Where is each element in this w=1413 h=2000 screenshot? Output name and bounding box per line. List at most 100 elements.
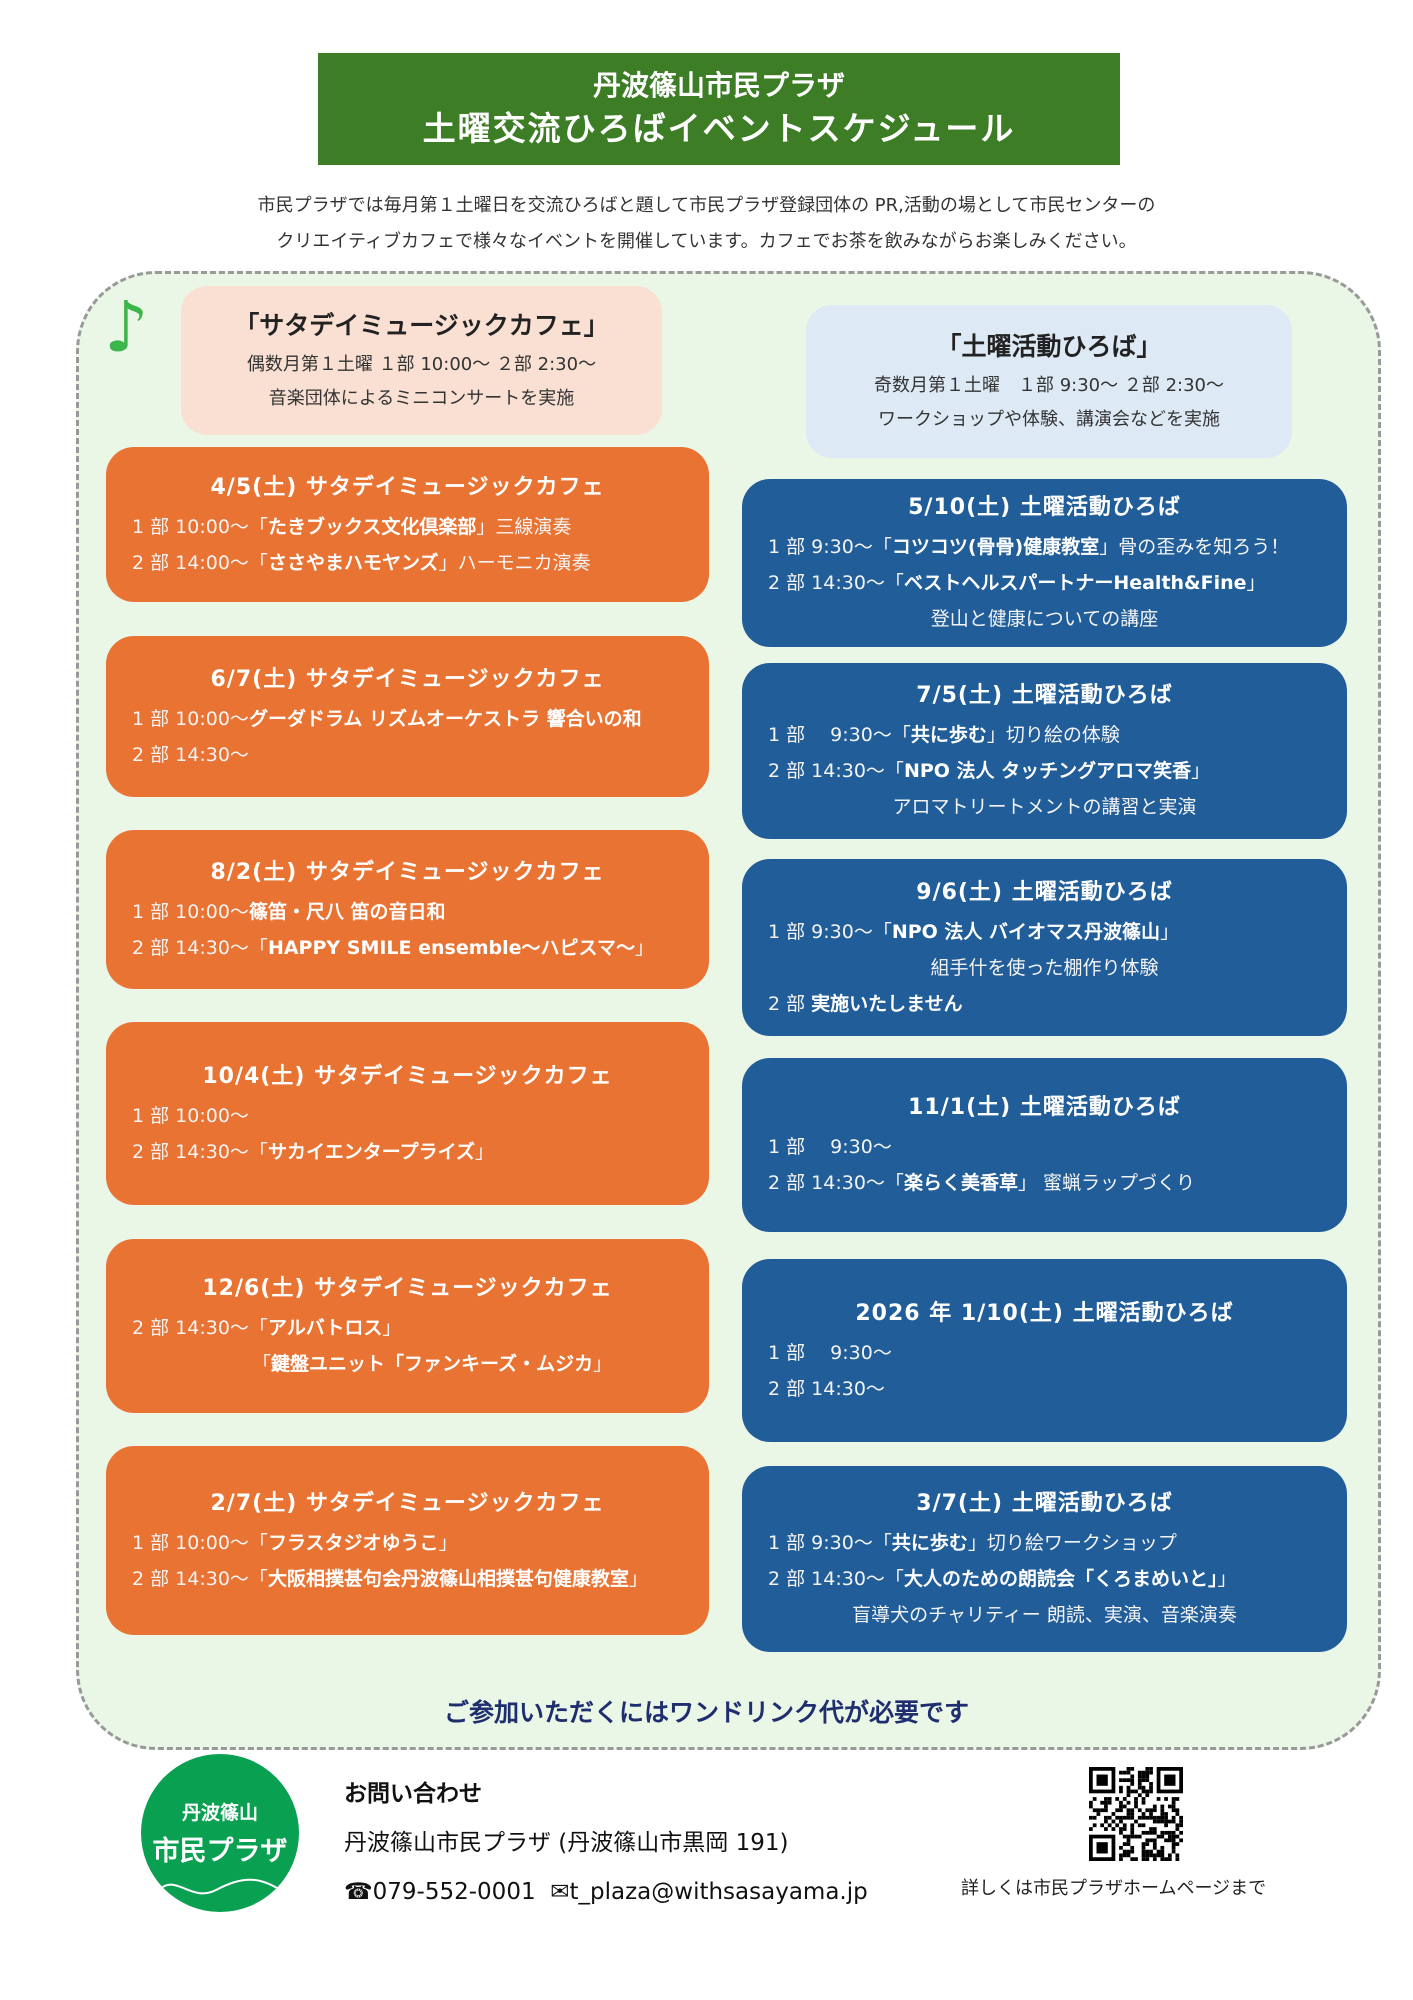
event-detail: 1 部 9:30～「	[768, 1532, 892, 1554]
music-cafe-description: 音楽団体によるミニコンサートを実施	[268, 387, 575, 409]
event-line: 2 部 14:00～「ささやまハモヤンズ」ハーモニカ演奏	[132, 545, 683, 581]
event-detail: 1 部 10:00～	[132, 707, 249, 730]
event-title: 12/6(土) サタデイミュージックカフェ	[202, 1276, 613, 1301]
qr-caption: 詳しくは市民プラザホームページまで	[961, 1878, 1267, 1899]
event-detail: 2 部 14:30～	[132, 743, 249, 766]
event-title: 10/4(土) サタデイミュージックカフェ	[202, 1063, 613, 1089]
event-title: 4/5(土) サタデイミュージックカフェ	[210, 474, 605, 500]
event-detail: 」	[475, 1140, 495, 1163]
music-event-card: 6/7(土) サタデイミュージックカフェ 1 部 10:00～グーダドラム リズム…	[106, 636, 709, 797]
event-title: 5/10(土) 土曜活動ひろば	[908, 495, 1181, 520]
performer-name: ささやまハモヤンズ	[267, 551, 439, 574]
event-line: 1 部 10:00～	[132, 1098, 683, 1134]
event-detail: 組手什を使った棚作り体験	[930, 956, 1159, 979]
plaza-logo: 丹波篠山 市民プラザ	[141, 1754, 299, 1912]
music-note-icon: ♪	[104, 286, 149, 368]
contact-email[interactable]: ✉t_plaza@withsasayama.jp	[550, 1879, 868, 1905]
event-detail: 1 部 10:00～「	[132, 515, 268, 538]
event-detail: 2 部 14:30～「	[768, 572, 904, 594]
logo-wave-icon	[158, 1878, 292, 1899]
event-title: 11/1(土) 土曜活動ひろば	[908, 1095, 1181, 1120]
event-detail: 」 蜜蝋ラップづくり	[1017, 1172, 1195, 1194]
event-line: 2 部 14:30～「アルバトロス」	[132, 1310, 683, 1346]
contact-phone[interactable]: ☎079-552-0001	[344, 1879, 536, 1905]
event-detail: 1 部 9:30～	[768, 1136, 892, 1158]
title-line-1: 丹波篠山市民プラザ	[592, 69, 845, 102]
performer-name: 大阪相撲甚句会丹波篠山相撲甚句健康教室	[267, 1567, 629, 1590]
contact-address: 丹波篠山市民プラザ (丹波篠山市黒岡 191)	[344, 1830, 789, 1856]
performer-name: 楽らく美香草	[903, 1172, 1018, 1194]
performer-name: NPO 法人 タッチングアロマ笑香	[903, 760, 1192, 782]
activity-description: ワークショップや体験、講演会などを実施	[878, 408, 1220, 430]
music-event-card: 10/4(土) サタデイミュージックカフェ 1 部 10:00～ 2 部 14:30…	[106, 1022, 709, 1205]
event-line: 2 部 14:30～「ベストヘルスパートナーHealth&Fine」	[768, 565, 1321, 601]
music-event-card: 4/5(土) サタデイミュージックカフェ 1 部 10:00～「たきブックス文化倶…	[106, 447, 709, 602]
logo-line-1: 丹波篠山	[181, 1802, 258, 1824]
event-line: 2 部 14:30～「NPO 法人 タッチングアロマ笑香」	[768, 753, 1321, 789]
performer-name: 共に歩む	[891, 1532, 968, 1554]
event-detail: 登山と健康についての講座	[930, 608, 1159, 630]
event-title: 7/5(土) 土曜活動ひろば	[916, 683, 1173, 708]
fee-note: ご参加いただくにはワンドリンク代が必要です	[443, 1698, 969, 1727]
activity-schedule: 奇数月第１土曜 １部 9:30～ ２部 2:30～	[873, 374, 1224, 396]
event-detail: 1 部 10:00～	[132, 1104, 249, 1127]
event-detail: 2 部 14:00～「	[132, 551, 268, 574]
event-line: 2 部 14:30～	[768, 1371, 1321, 1407]
event-title: 8/2(土) サタデイミュージックカフェ	[210, 859, 605, 885]
performer-name: たきブックス文化倶楽部	[267, 515, 477, 538]
event-line: 2 部 14:30～「サカイエンタープライズ」	[132, 1134, 683, 1170]
performer-name: 篠笛・尺八 笛の音日和	[248, 900, 446, 923]
performer-name: グーダドラム リズムオーケストラ 響合いの和	[248, 707, 642, 730]
event-line: アロマトリートメントの講習と実演	[768, 789, 1321, 825]
qr-code[interactable]	[1088, 1767, 1184, 1861]
event-detail: 」	[1191, 760, 1211, 782]
event-title: 3/7(土) 土曜活動ひろば	[916, 1491, 1173, 1516]
event-line: 「鍵盤ユニット「ファンキーズ・ムジカ」	[132, 1346, 683, 1382]
event-detail: 2 部 14:30～「	[768, 1172, 904, 1194]
event-detail: 1 部 9:30～「	[768, 920, 892, 943]
event-line: 1 部 9:30～「NPO 法人 バイオマス丹波篠山」	[768, 914, 1321, 950]
title-line-2: 土曜交流ひろばイベントスケジュール	[422, 109, 1016, 148]
event-line: 1 部 10:00～「フラスタジオゆうこ」	[132, 1525, 683, 1561]
event-title: 9/6(土) 土曜活動ひろば	[916, 879, 1173, 905]
performer-name: 実施いたしません	[811, 992, 963, 1015]
intro-line: クリエイティブカフェで様々なイベントを開催しています。カフェでお茶を飲みながらお…	[276, 231, 1137, 252]
event-detail: 」	[1217, 1568, 1237, 1590]
event-detail: 1 部 9:30～「	[768, 536, 892, 558]
event-detail: 」切り絵の体験	[986, 724, 1120, 746]
event-line: 2 部 14:30～	[132, 737, 683, 773]
event-line: 登山と健康についての講座	[768, 601, 1321, 637]
logo-line-2: 市民プラザ	[152, 1836, 288, 1867]
event-line: 1 部 10:00～「たきブックス文化倶楽部」三線演奏	[132, 509, 683, 545]
event-detail: 」切り絵ワークショップ	[967, 1532, 1177, 1554]
event-detail: 盲導犬のチャリティー 朗読、実演、音楽演奏	[852, 1604, 1237, 1626]
title-banner: 丹波篠山市民プラザ 土曜交流ひろばイベントスケジュール	[318, 53, 1120, 165]
event-detail: 」ハーモニカ演奏	[438, 551, 591, 574]
event-line: 盲導犬のチャリティー 朗読、実演、音楽演奏	[768, 1597, 1321, 1633]
event-detail: 2 部 14:30～「	[132, 1317, 268, 1339]
event-line: 1 部 9:30～「共に歩む」切り絵ワークショップ	[768, 1525, 1321, 1561]
event-detail: 」	[1160, 920, 1180, 943]
contact-heading: お問い合わせ	[344, 1781, 482, 1807]
event-line: 2 部 14:30～「HAPPY SMILE ensemble～ハピスマ～」	[132, 930, 683, 966]
event-title: 6/7(土) サタデイミュージックカフェ	[210, 666, 605, 692]
event-detail: 」	[1246, 572, 1266, 594]
intro-line: 市民プラザでは毎月第１土曜日を交流ひろばと題して市民プラザ登録団体の PR,活動…	[257, 195, 1156, 216]
event-line: 1 部 9:30～	[768, 1335, 1321, 1371]
event-detail: 「	[252, 1353, 272, 1375]
event-detail: 」	[628, 1567, 648, 1590]
music-cafe-title: 「サタデイミュージックカフェ」	[234, 310, 609, 340]
event-line: 2 部 14:30～「大人のための朗読会「くろまめいと」」	[768, 1561, 1321, 1597]
event-line: 1 部 10:00～グーダドラム リズムオーケストラ 響合いの和	[132, 701, 683, 737]
activity-event-card: 11/1(土) 土曜活動ひろば 1 部 9:30～ 2 部 14:30～「楽らく美香…	[742, 1058, 1347, 1232]
event-detail: 2 部	[768, 992, 812, 1015]
event-detail: 」	[593, 1353, 613, 1375]
event-detail: 1 部 10:00～	[132, 900, 249, 923]
performer-name: 共に歩む	[910, 724, 987, 746]
performer-name: 鍵盤ユニット「ファンキーズ・ムジカ	[271, 1353, 594, 1375]
